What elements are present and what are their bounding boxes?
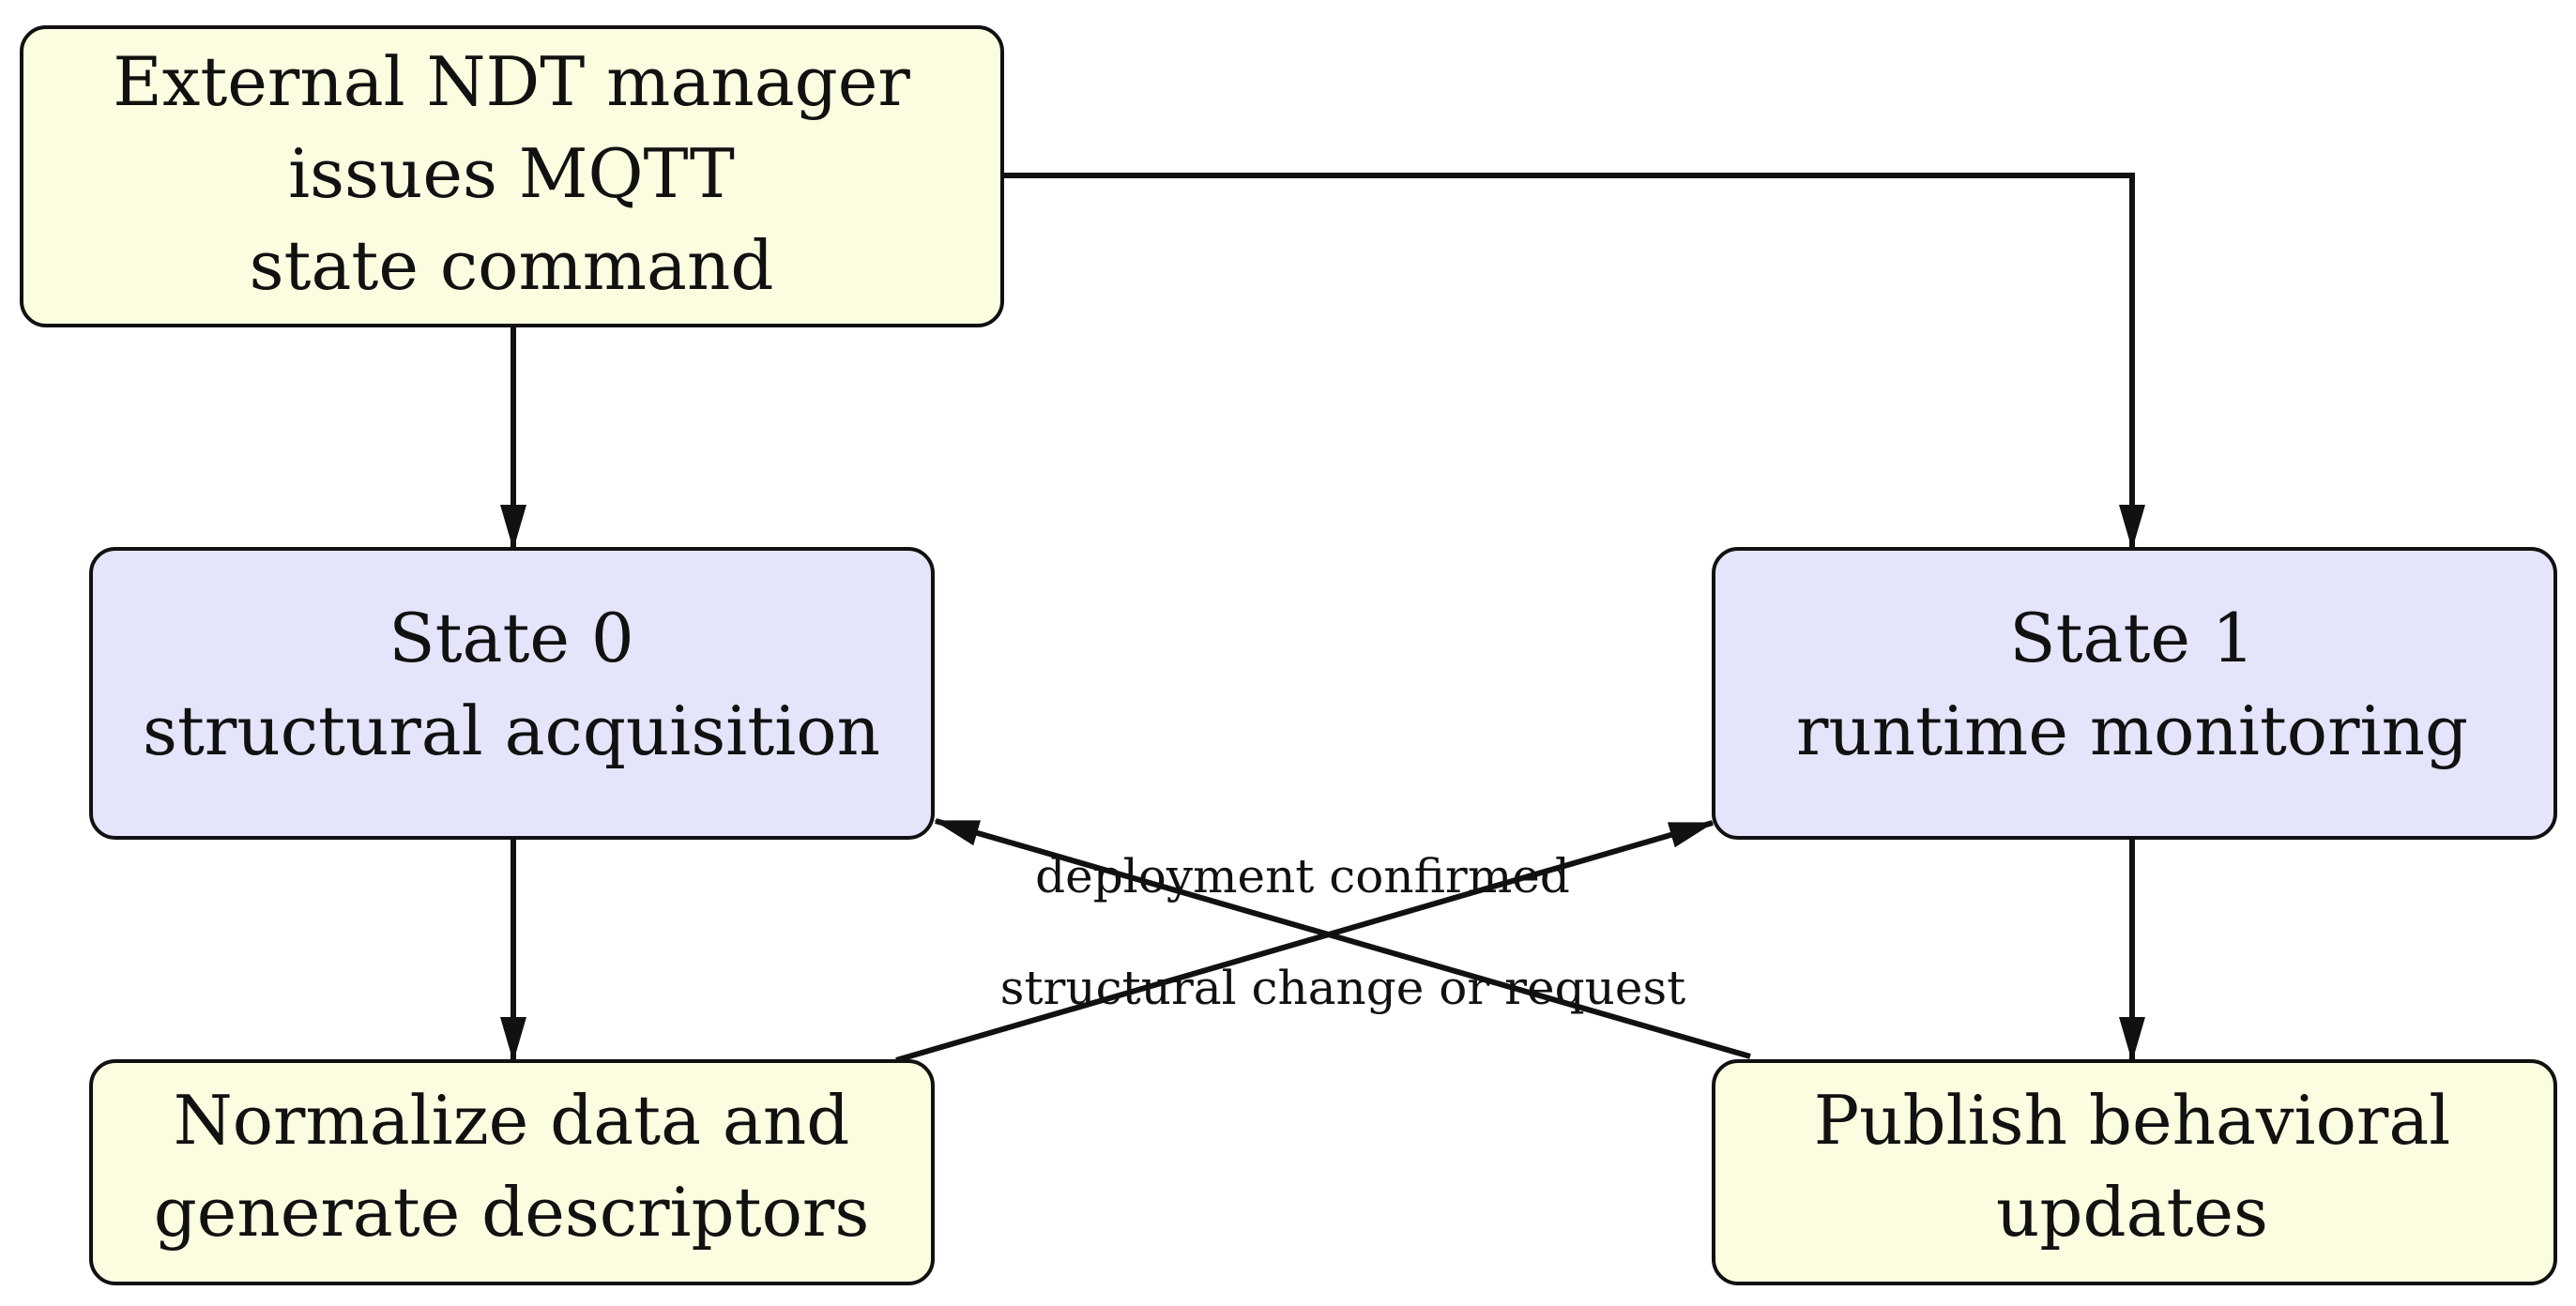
node-ndt-manager-line1: External NDT manager	[113, 42, 910, 121]
node-state-1: State 1 runtime monitoring	[1712, 547, 2557, 840]
node-state-0: State 0 structural acquisition	[89, 547, 935, 840]
arrow-normalize-to-state1	[895, 820, 1715, 1063]
node-publish-updates: Publish behavioral updates	[1712, 1059, 2557, 1285]
label-structural-change: structural change or request	[1000, 961, 1685, 1015]
node-normalize-data-line1: Normalize data and	[174, 1081, 850, 1160]
node-normalize-data: Normalize data and generate descriptors	[89, 1059, 935, 1285]
node-normalize-data-line2: generate descriptors	[154, 1173, 870, 1252]
node-ndt-manager-line2: issues MQTT	[288, 134, 735, 213]
arrow-manager-to-state1	[1002, 173, 2145, 550]
node-state-1-line2: runtime monitoring	[1796, 691, 2468, 770]
node-publish-updates-line2: updates	[1996, 1173, 2268, 1252]
node-ndt-manager: External NDT manager issues MQTT state c…	[20, 25, 1004, 327]
node-state-1-line1: State 1	[2009, 599, 2254, 677]
node-state-0-line2: structural acquisition	[143, 691, 880, 770]
node-ndt-manager-line3: state command	[250, 226, 774, 305]
label-deployment-confirmed: deployment confirmed	[1035, 849, 1570, 904]
arrow-publish-to-state0	[934, 818, 1751, 1059]
node-publish-updates-line1: Publish behavioral	[1814, 1081, 2451, 1160]
node-state-0-line1: State 0	[389, 599, 633, 677]
